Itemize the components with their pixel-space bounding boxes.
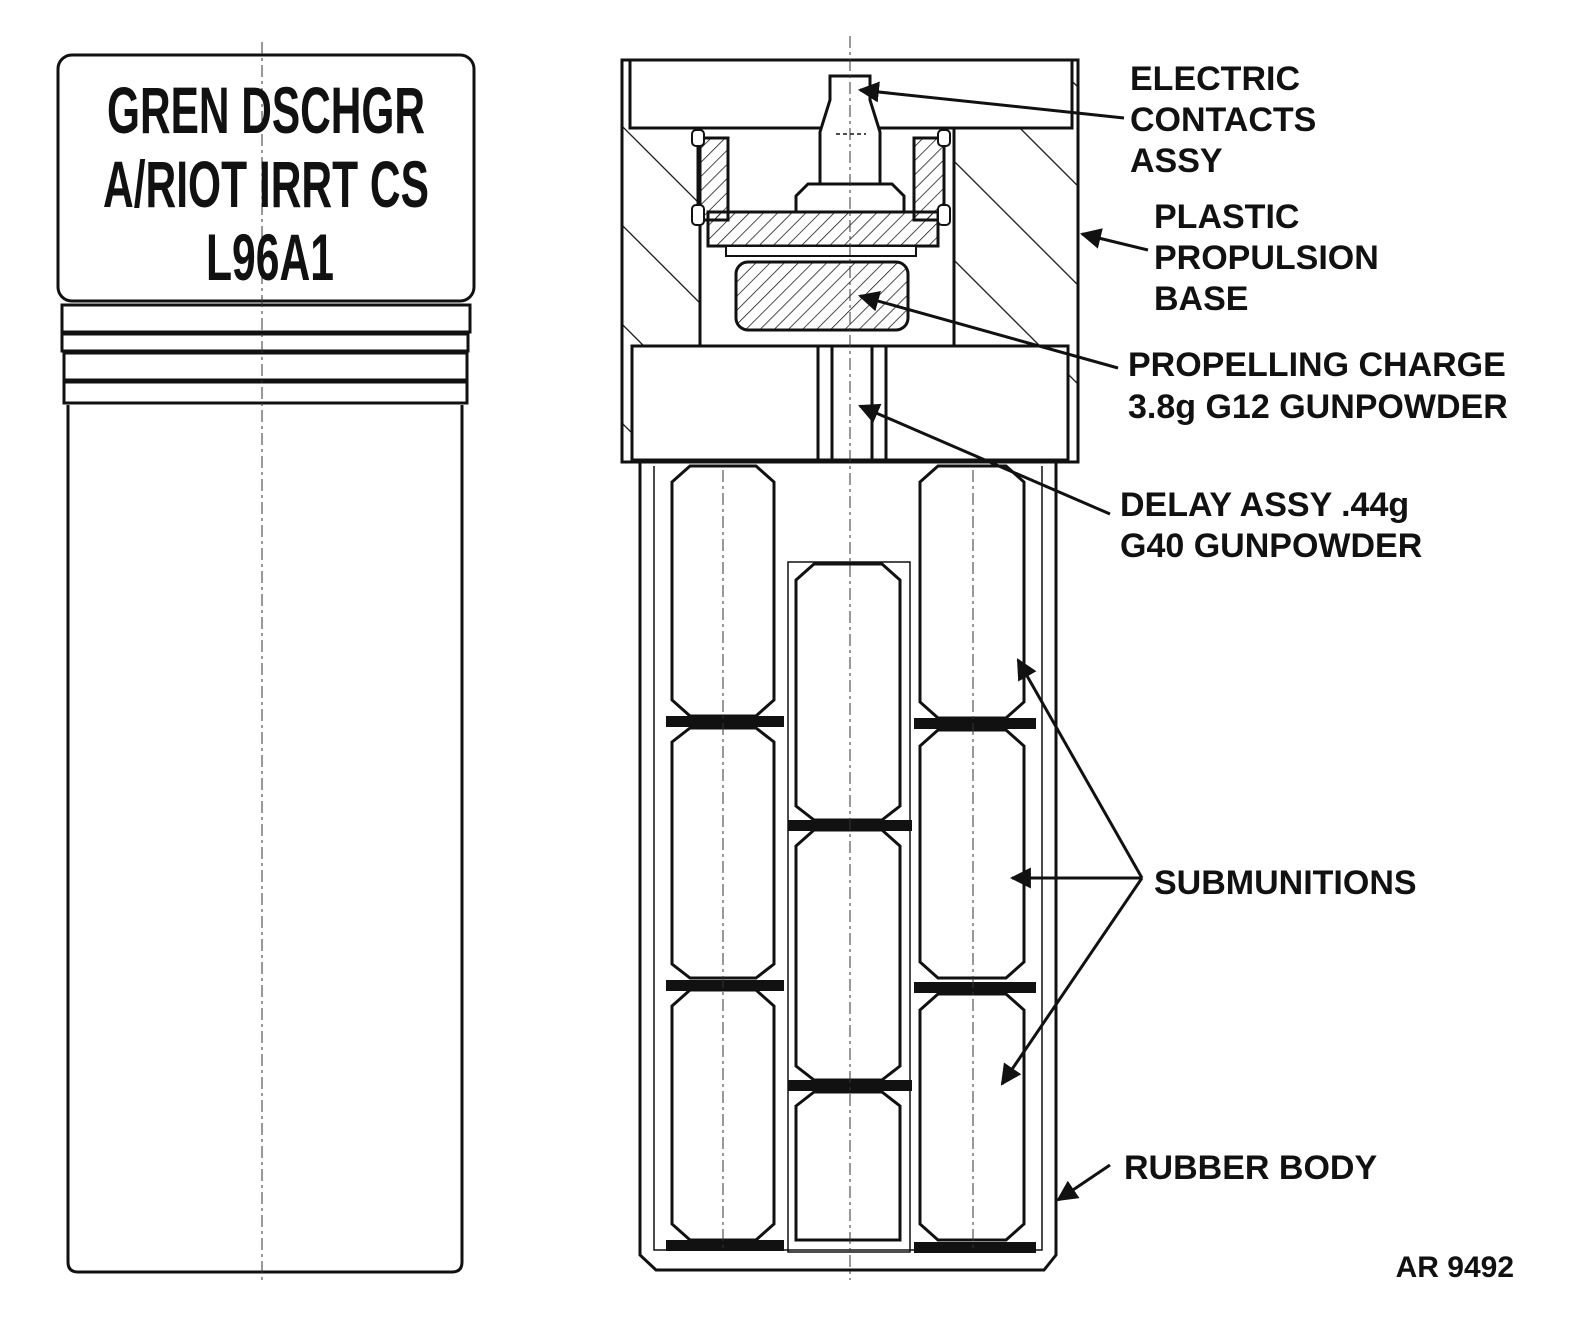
submunition-canister: [918, 464, 1026, 720]
label-submunitions: SUBMUNITIONS: [1154, 864, 1417, 902]
rubber-body-outer: [638, 462, 1058, 1272]
external-cap: [56, 53, 476, 303]
external-ring-3: [62, 351, 469, 382]
separator-discs: [666, 716, 1036, 1253]
cross-section: [620, 36, 1080, 1280]
submunition-stack: [670, 464, 1026, 1242]
label-delay-assy-2: G40 GUNPOWDER: [1120, 527, 1422, 565]
leader-lines: [857, 81, 1149, 1202]
lower-base-right: [884, 344, 1070, 462]
contact-post-right: [912, 136, 946, 222]
label-delay-assy-1: DELAY ASSY .44g: [1120, 486, 1409, 524]
submunition-canister: [794, 1090, 902, 1242]
external-view: GREN DSCHGR A/RIOT IRRT CS L96A1: [56, 42, 476, 1280]
marking-line-2: A/RIOT IRRT CS: [103, 147, 429, 221]
label-propelling-charge-2: 3.8g G12 GUNPOWDER: [1128, 388, 1508, 426]
marking-line-3: L96A1: [206, 220, 334, 294]
contact-plate: [706, 210, 940, 248]
label-propelling-charge-1: PROPELLING CHARGE: [1128, 346, 1506, 384]
label-electric-contacts-3: ASSY: [1130, 142, 1223, 180]
label-rubber-body: RUBBER BODY: [1124, 1149, 1377, 1187]
callout-labels: ELECTRIC CONTACTS ASSY PLASTIC PROPULSIO…: [1120, 60, 1514, 1284]
submunition-canister: [670, 464, 776, 718]
external-ring-4: [62, 380, 469, 405]
label-propulsion-base-3: BASE: [1154, 280, 1248, 318]
external-ring-1: [60, 303, 472, 334]
submunition-canister: [794, 562, 902, 822]
rubber-body-inner: [653, 466, 1043, 1251]
external-ring-2: [60, 332, 470, 353]
delay-channel: [816, 328, 888, 462]
label-electric-contacts-2: CONTACTS: [1130, 101, 1316, 139]
external-body: [66, 405, 464, 1274]
label-propulsion-base-2: PROPULSION: [1154, 239, 1379, 277]
propelling-charge-pellet: [734, 260, 910, 332]
submunition-canister: [670, 726, 776, 980]
submunition-canister: [918, 728, 1026, 980]
label-electric-contacts-1: ELECTRIC: [1130, 60, 1300, 98]
center-column-frame: [787, 561, 911, 1253]
submunition-canister: [918, 992, 1026, 1242]
marking-line-1: GREN DSCHGR: [107, 73, 425, 147]
submunition-canister: [794, 828, 902, 1082]
lower-base-left: [630, 344, 820, 462]
label-propulsion-base-1: PLASTIC: [1154, 198, 1299, 236]
figure-id: AR 9492: [1396, 1251, 1514, 1284]
